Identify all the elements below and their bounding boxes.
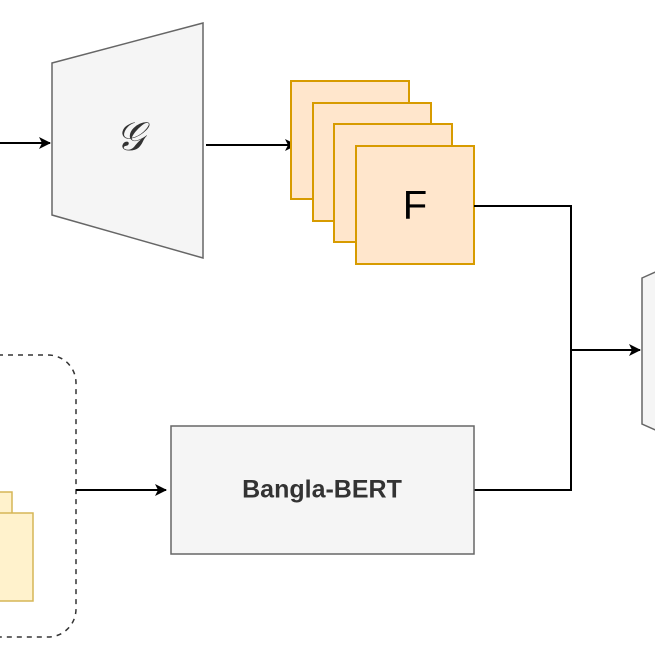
bangla-bert-label: Bangla-BERT — [242, 476, 402, 504]
token-block-front — [0, 512, 34, 602]
feature-map-stack: F — [290, 80, 475, 265]
text-input-group — [0, 354, 77, 638]
feature-map-4 — [355, 145, 475, 265]
bert-to-fusion-connector — [474, 350, 572, 491]
feature-label: F — [403, 184, 427, 228]
bangla-bert-block — [170, 425, 475, 555]
features-to-fusion-connector — [474, 205, 572, 350]
fusion-block — [641, 271, 655, 431]
generator-block — [51, 22, 204, 259]
